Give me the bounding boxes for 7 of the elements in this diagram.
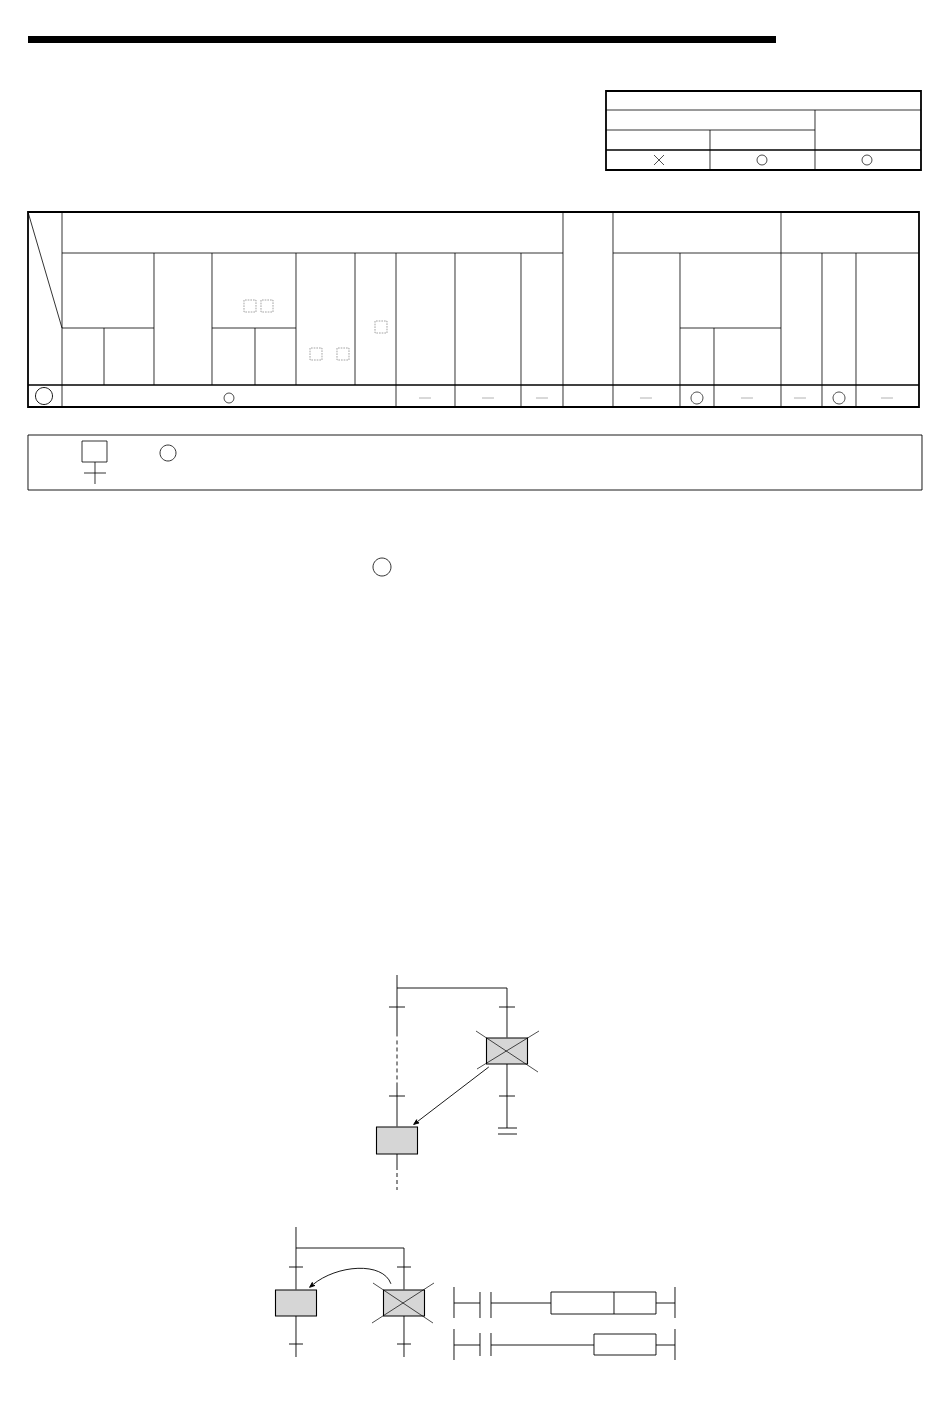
arrow xyxy=(309,1267,392,1288)
connector-line xyxy=(295,1247,405,1290)
step-box xyxy=(274,1289,318,1317)
arrow xyxy=(413,1066,490,1125)
connector-line xyxy=(396,987,508,1127)
step-box xyxy=(375,1126,419,1155)
step-box xyxy=(382,1289,426,1317)
